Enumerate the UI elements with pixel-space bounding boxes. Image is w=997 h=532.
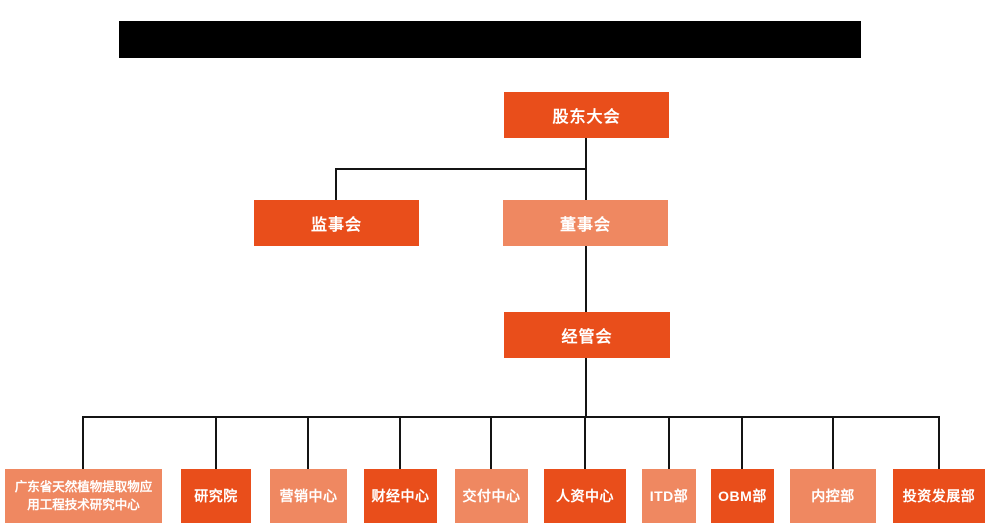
connector-departments-horizontal: [82, 416, 940, 418]
connector-drop-3: [307, 416, 309, 469]
connector-drop-2: [215, 416, 217, 469]
connector-level2-horizontal: [335, 168, 587, 170]
connector-supervisory-vertical: [335, 168, 337, 200]
node-dept-finance-center: 财经中心: [364, 469, 437, 523]
connector-drop-10: [938, 416, 940, 469]
node-dept-internal-control: 内控部: [790, 469, 876, 523]
node-dept-investment-development: 投资发展部: [893, 469, 985, 523]
connector-drop-4: [399, 416, 401, 469]
node-dept-research-center: 广东省天然植物提取物应用工程技术研究中心: [5, 469, 162, 523]
node-dept-delivery-center: 交付中心: [455, 469, 528, 523]
node-dept-obm: OBM部: [711, 469, 774, 523]
connector-management-to-branch: [585, 358, 587, 418]
node-supervisory-board: 监事会: [254, 200, 419, 246]
node-dept-marketing-center: 营销中心: [270, 469, 347, 523]
node-board-of-directors: 董事会: [503, 200, 668, 246]
connector-drop-8: [741, 416, 743, 469]
redacted-title-bar: [119, 21, 861, 58]
node-dept-itd: ITD部: [642, 469, 696, 523]
node-dept-hr-center: 人资中心: [544, 469, 626, 523]
connector-drop-1: [82, 416, 84, 469]
connector-drop-9: [832, 416, 834, 469]
connector-drop-6: [584, 416, 586, 469]
connector-drop-7: [668, 416, 670, 469]
connector-board-to-management: [585, 246, 587, 312]
node-management-committee: 经管会: [504, 312, 670, 358]
connector-drop-5: [490, 416, 492, 469]
node-dept-research-institute: 研究院: [181, 469, 251, 523]
node-shareholders-meeting: 股东大会: [504, 92, 669, 138]
